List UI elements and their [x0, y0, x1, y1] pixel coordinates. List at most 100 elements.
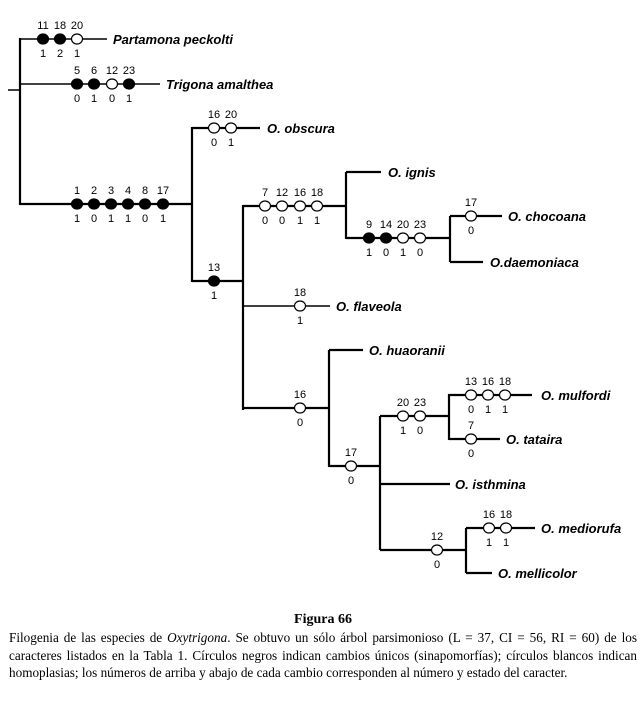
homoplasy-marker [396, 410, 410, 422]
character-state: 1 [74, 213, 80, 225]
figure-description: Filogenia de las especies de Oxytrigona.… [9, 629, 637, 682]
homoplasy-marker [481, 389, 495, 401]
homoplasy-marker [498, 389, 512, 401]
character-state: 1 [485, 404, 491, 416]
character-number: 18 [54, 20, 66, 32]
synapomorphy-marker [36, 33, 50, 45]
character-number: 23 [123, 65, 135, 77]
character-number: 18 [294, 287, 306, 299]
character-number: 17 [465, 197, 477, 209]
homoplasy-marker [396, 232, 410, 244]
character-number: 1 [74, 185, 80, 197]
homoplasy-marker [344, 460, 358, 472]
character-number: 17 [345, 447, 357, 459]
homoplasy-marker [70, 33, 84, 45]
character-state: 0 [468, 404, 474, 416]
synapomorphy-marker [53, 33, 67, 45]
character-number: 12 [431, 531, 443, 543]
character-state: 0 [91, 213, 97, 225]
synapomorphy-marker [156, 198, 170, 210]
taxon-o-daemoniaca: O.daemoniaca [490, 255, 579, 270]
character-number: 13 [208, 262, 220, 274]
character-number: 18 [311, 187, 323, 199]
character-state: 0 [417, 425, 423, 437]
synapomorphy-marker [207, 275, 221, 287]
character-state: 1 [228, 137, 234, 149]
synapomorphy-marker [138, 198, 152, 210]
synapomorphy-marker [104, 198, 118, 210]
homoplasy-marker [482, 522, 496, 534]
character-state: 1 [502, 404, 508, 416]
character-state: 1 [297, 315, 303, 327]
synapomorphy-marker [122, 78, 136, 90]
character-state: 1 [314, 215, 320, 227]
character-number: 12 [276, 187, 288, 199]
character-number: 12 [106, 65, 118, 77]
taxon-o-flaveola: O. flaveola [336, 299, 402, 314]
taxon-o-tataira: O. tataira [506, 432, 562, 447]
character-state: 1 [160, 213, 166, 225]
caption-text-2: . Se obtuvo un sólo árbol parsimonioso (… [9, 630, 637, 680]
character-state: 1 [108, 213, 114, 225]
character-number: 11 [37, 20, 48, 32]
character-state: 0 [468, 225, 474, 237]
taxon-o-huaoranii: O. huaoranii [369, 343, 445, 358]
character-state: 0 [468, 448, 474, 460]
character-number: 8 [142, 185, 148, 197]
homoplasy-marker [413, 232, 427, 244]
character-state: 1 [297, 215, 303, 227]
synapomorphy-marker [70, 198, 84, 210]
character-state: 0 [348, 475, 354, 487]
homoplasy-marker [310, 200, 324, 212]
character-state: 0 [142, 213, 148, 225]
character-state: 0 [297, 417, 303, 429]
character-number: 23 [414, 219, 426, 231]
character-number: 17 [157, 185, 169, 197]
character-state: 1 [74, 48, 80, 60]
character-number: 3 [108, 185, 114, 197]
character-state: 0 [109, 93, 115, 105]
taxon-o-obscura: O. obscura [267, 121, 335, 136]
homoplasy-marker [464, 210, 478, 222]
caption-text-1: Filogenia de las especies de [9, 630, 168, 645]
character-state: 1 [503, 537, 509, 549]
character-state: 1 [211, 290, 217, 302]
character-number: 5 [74, 65, 80, 77]
character-number: 4 [125, 185, 131, 197]
character-state: 0 [262, 215, 268, 227]
character-state: 0 [434, 559, 440, 571]
character-state: 1 [486, 537, 492, 549]
character-number: 20 [397, 397, 409, 409]
homoplasy-marker [105, 78, 119, 90]
homoplasy-marker [430, 544, 444, 556]
homoplasy-marker [413, 410, 427, 422]
character-state: 2 [57, 48, 63, 60]
synapomorphy-marker [362, 232, 376, 244]
homoplasy-marker [224, 122, 238, 134]
homoplasy-marker [464, 433, 478, 445]
character-state: 1 [126, 93, 132, 105]
character-number: 20 [71, 20, 83, 32]
taxon-trigona-amalthea: Trigona amalthea [166, 77, 273, 92]
character-number: 9 [366, 219, 372, 231]
synapomorphy-marker [121, 198, 135, 210]
character-number: 16 [294, 187, 306, 199]
character-number: 13 [465, 376, 477, 388]
character-state: 0 [417, 247, 423, 259]
character-number: 2 [91, 185, 97, 197]
taxon-partamona-peckolti: Partamona peckolti [113, 32, 233, 47]
taxon-o-ignis: O. ignis [388, 165, 436, 180]
character-state: 1 [400, 247, 406, 259]
character-number: 16 [208, 109, 220, 121]
synapomorphy-marker [87, 78, 101, 90]
homoplasy-marker [258, 200, 272, 212]
character-state: 0 [383, 247, 389, 259]
character-state: 1 [125, 213, 131, 225]
synapomorphy-marker [70, 78, 84, 90]
character-state: 1 [40, 48, 46, 60]
character-state: 1 [400, 425, 406, 437]
character-state: 0 [211, 137, 217, 149]
character-number: 18 [499, 376, 511, 388]
character-number: 7 [262, 187, 268, 199]
